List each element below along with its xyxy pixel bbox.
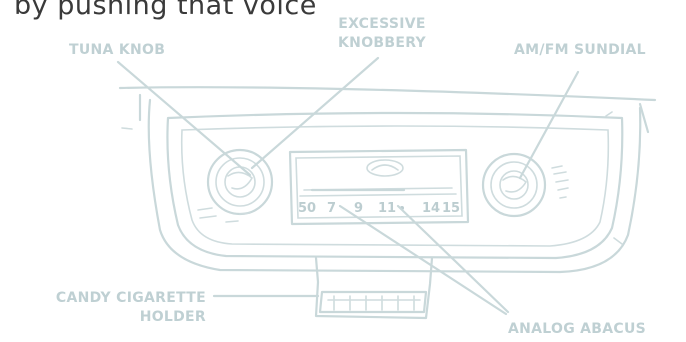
dial-number-9: 9: [354, 201, 363, 216]
dial-number-11: 11: [378, 201, 396, 216]
label-am-fm-sundial: AM/FM SUNDIAL: [514, 41, 646, 60]
dashboard-top-edge: [120, 87, 655, 100]
label-excessive-knobbery: EXCESSIVE KNOBBERY: [322, 15, 442, 53]
am-fm-sundial-drawing: [483, 154, 545, 216]
label-excessive-line2: KNOBBERY: [322, 34, 442, 53]
dial-number-7: 7: [327, 201, 336, 216]
label-candy-line1: CANDY CIGARETTE: [12, 289, 206, 308]
right-vent-marks: [552, 166, 568, 198]
dial-numbers: 50 7 9 11 14 15: [298, 201, 460, 216]
dial-number-15: 15: [442, 201, 460, 216]
label-candy-line2: HOLDER: [12, 308, 206, 327]
leader-line-tuna-knob: [118, 62, 250, 175]
dial-number-14: 14: [422, 201, 440, 216]
label-excessive-line1: EXCESSIVE: [322, 15, 442, 34]
leader-line-am-fm: [520, 72, 578, 178]
label-candy-cigarette-holder: CANDY CIGARETTE HOLDER: [12, 289, 206, 327]
dashboard-inner-frame: [167, 113, 622, 258]
dial-number-50: 50: [298, 201, 316, 216]
candy-cigarette-holder-drawing: [316, 258, 432, 318]
label-analog-abacus: ANALOG ABACUS: [508, 320, 646, 339]
label-tuna-knob: TUNA KNOB: [69, 41, 165, 60]
